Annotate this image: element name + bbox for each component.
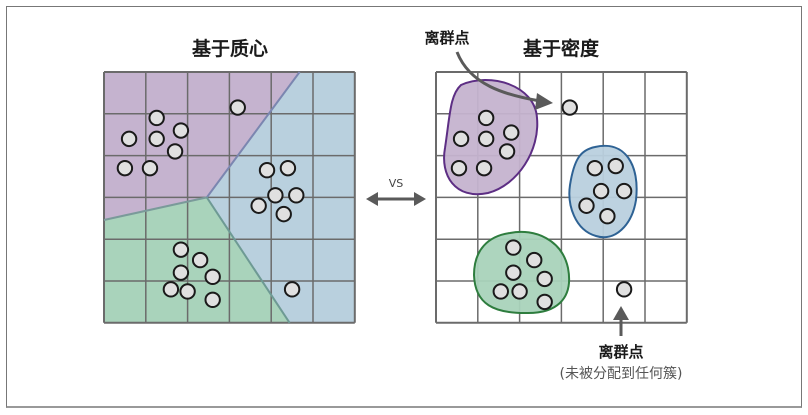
cluster-point — [586, 159, 604, 177]
data-point — [283, 281, 301, 298]
density-panel — [435, 71, 688, 324]
region-purple — [104, 72, 300, 220]
cluster-green — [472, 231, 571, 315]
outlier-point — [561, 99, 578, 116]
cluster-point — [505, 264, 522, 281]
left-panel-title: 基于质心 — [191, 37, 268, 60]
data-point — [275, 205, 292, 223]
cluster-point — [452, 130, 470, 148]
cluster-point — [505, 239, 522, 256]
cluster-point — [475, 159, 493, 177]
outlier-note: (未被分配到任何簇) — [560, 366, 683, 382]
data-point — [279, 159, 297, 177]
arrowhead-icon — [535, 93, 553, 110]
cluster-point — [503, 124, 520, 141]
diagram-frame — [6, 6, 802, 408]
vs-label: VS — [389, 177, 404, 190]
outlier-point — [615, 281, 633, 298]
data-point — [229, 99, 246, 116]
cluster-point — [592, 182, 610, 200]
data-point — [162, 281, 180, 298]
data-point — [204, 268, 221, 286]
data-point — [148, 130, 165, 148]
cluster-point — [526, 251, 543, 269]
arrow-left-icon — [366, 192, 378, 206]
cluster-point — [607, 157, 624, 175]
arrows — [366, 51, 629, 336]
data-point — [179, 283, 196, 300]
cluster-point — [511, 283, 528, 300]
boundary-line — [205, 196, 291, 324]
outlier-label-top: 离群点 — [424, 29, 469, 47]
data-point — [258, 162, 276, 179]
data-point — [148, 109, 165, 127]
cluster-point — [477, 109, 495, 127]
cluster-point — [477, 130, 495, 148]
data-point — [116, 159, 134, 177]
data-point — [250, 197, 267, 214]
boundary-line — [206, 71, 301, 198]
data-point — [204, 291, 221, 309]
arrow-right-icon — [414, 192, 426, 206]
arrowhead-icon — [613, 306, 629, 320]
cluster-point — [599, 208, 616, 225]
data-point — [172, 241, 190, 258]
data-point — [172, 122, 190, 139]
centroid-panel — [103, 71, 356, 324]
right-panel-title: 基于密度 — [522, 37, 600, 60]
cluster-point — [578, 197, 595, 214]
boundary-line — [103, 196, 208, 221]
cluster-point — [536, 293, 553, 311]
data-point — [267, 187, 284, 204]
cluster-point — [536, 270, 553, 288]
data-point — [288, 187, 305, 204]
data-point — [120, 130, 138, 148]
cluster-point — [450, 159, 468, 177]
cluster-point — [492, 283, 509, 300]
outlier-label-bottom: 离群点 — [598, 343, 643, 361]
data-point — [191, 251, 209, 269]
cluster-point — [615, 182, 633, 200]
data-point — [172, 264, 190, 281]
cluster-point — [498, 143, 516, 160]
data-point — [166, 143, 184, 160]
data-point — [141, 159, 159, 177]
outlier-arrow-top — [455, 51, 541, 103]
